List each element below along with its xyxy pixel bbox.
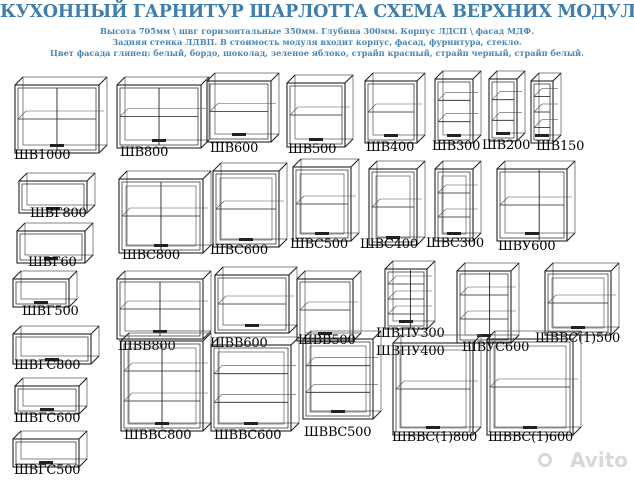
module-label-швв500: ШВВ500 bbox=[298, 333, 356, 348]
module-label-швс400: ШВС400 bbox=[360, 237, 418, 252]
cabinet-drawing-шв800 bbox=[116, 76, 210, 149]
cabinet-drawing-швс800 bbox=[118, 170, 212, 254]
watermark: Avito bbox=[570, 448, 628, 472]
cabinet-drawing-швс300 bbox=[434, 160, 482, 242]
cabinet-drawing-шв400 bbox=[364, 72, 426, 144]
cabinet-drawing-шввс1500 bbox=[544, 262, 620, 336]
cabinet-drawing-швв600 bbox=[214, 266, 298, 334]
module-label-шввс500: ШВВС500 bbox=[304, 425, 372, 440]
module-label-швг60: ШВГ60 bbox=[28, 255, 77, 270]
module-label-швс500: ШВС500 bbox=[290, 237, 348, 252]
module-label-шв300: ШВ300 bbox=[432, 139, 481, 154]
cabinet-drawing-швгс500 bbox=[12, 430, 88, 468]
cabinet-drawing-швс400 bbox=[368, 160, 426, 246]
module-label-швс800: ШВС800 bbox=[122, 248, 180, 263]
module-label-швус600: ШВУС600 bbox=[462, 340, 530, 355]
page-title: КУХОННЫЙ ГАРНИТУР ШАРЛОТТА СХЕМА ВЕРХНИХ… bbox=[0, 2, 634, 22]
module-label-шву600: ШВУ600 bbox=[498, 239, 556, 254]
cabinet-drawing-швс500 bbox=[292, 158, 360, 242]
module-label-шв800: ШВ800 bbox=[120, 145, 169, 160]
cabinet-drawing-шв300 bbox=[434, 70, 482, 144]
cabinet-drawing-шв200 bbox=[488, 70, 526, 142]
module-label-шввс800: ШВВС800 bbox=[124, 428, 192, 443]
module-label-швс300: ШВС300 bbox=[426, 236, 484, 251]
module-label-шв500: ШВ500 bbox=[288, 142, 337, 157]
description-line-materials: Задняя стенка ЛДВП. В стоимость модуля в… bbox=[112, 37, 522, 47]
cabinet-drawing-шввс800 bbox=[120, 332, 212, 432]
module-label-шввс1800: ШВВС(1)800 bbox=[392, 430, 478, 445]
cabinet-drawing-шввс1600 bbox=[486, 330, 582, 436]
cabinet-drawing-швв500 bbox=[296, 270, 362, 342]
module-label-швс600: ШВС600 bbox=[210, 243, 268, 258]
cabinet-drawing-швг800 bbox=[18, 172, 96, 214]
module-label-шв400: ШВ400 bbox=[366, 140, 415, 155]
cabinet-drawing-швпу300 bbox=[384, 260, 436, 330]
cabinet-drawing-шввс500 bbox=[302, 330, 382, 420]
cabinet-drawing-швв800 bbox=[116, 270, 212, 340]
module-label-швгс800: ШВГС800 bbox=[14, 358, 81, 373]
cabinet-drawing-шву600 bbox=[496, 160, 576, 242]
module-label-швг500: ШВГ500 bbox=[22, 304, 79, 319]
cabinet-drawing-швгс800 bbox=[12, 325, 100, 365]
module-label-шв200: ШВ200 bbox=[482, 138, 531, 153]
module-label-швв600: ШВВ600 bbox=[210, 336, 268, 351]
cabinet-drawing-швг500 bbox=[12, 270, 78, 308]
description-line-dimensions: Высота 705мм \ швг горизонтальные 350мм.… bbox=[100, 26, 534, 36]
cabinet-drawing-шв600 bbox=[206, 72, 280, 143]
cabinet-drawing-шв1000 bbox=[14, 76, 108, 154]
module-label-швгс500: ШВГС500 bbox=[14, 463, 81, 478]
module-label-шв600: ШВ600 bbox=[210, 141, 259, 156]
cabinet-drawing-швг60 bbox=[16, 222, 94, 264]
cabinet-drawing-шввс600 bbox=[210, 336, 300, 432]
module-label-шв1000: ШВ1000 bbox=[14, 148, 71, 163]
cabinet-drawing-швс600 bbox=[212, 162, 288, 248]
module-label-швв800: ШВВ800 bbox=[118, 339, 176, 354]
cabinet-drawing-шв500 bbox=[286, 74, 354, 148]
module-label-шввс600: ШВВС600 bbox=[214, 428, 282, 443]
module-label-швг800: ШВГ800 bbox=[30, 206, 87, 221]
module-label-швпу300: ШВПУ300 bbox=[376, 326, 445, 341]
module-label-шв150: ШВ150 bbox=[536, 139, 585, 154]
module-label-швгс600: ШВГС600 bbox=[14, 411, 81, 426]
cabinet-drawing-шввс1800 bbox=[392, 334, 482, 436]
module-label-шввс1600: ШВВС(1)600 bbox=[488, 430, 574, 445]
cabinet-drawing-швгс600 bbox=[14, 377, 88, 415]
cabinet-drawing-шв150 bbox=[530, 72, 562, 144]
description-line-colors: Цвет фасада глянец: белый, бордо, шокола… bbox=[50, 48, 584, 58]
avito-logo-icon bbox=[538, 453, 552, 467]
